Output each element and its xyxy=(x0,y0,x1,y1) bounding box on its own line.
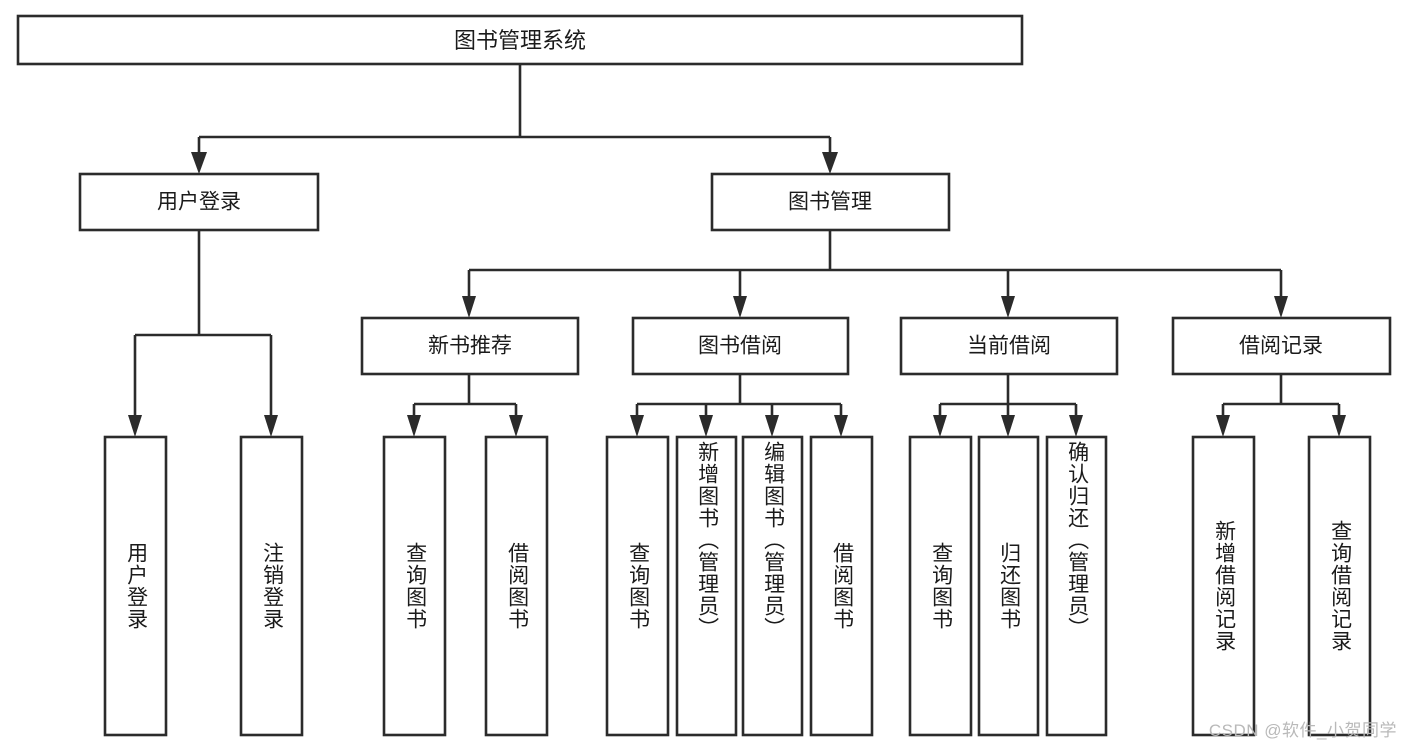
arrow-head-current-leaf1 xyxy=(933,415,947,437)
node-borrow-record[interactable] xyxy=(1171,316,1392,376)
leaf-box-add-book-admin[interactable] xyxy=(675,435,738,737)
leaf-box-borrow-book-newbook[interactable] xyxy=(484,435,549,737)
node-root-book-management-system[interactable] xyxy=(16,14,1024,66)
arrow-head-user-login xyxy=(191,152,207,174)
leaf-box-query-book-current[interactable] xyxy=(908,435,973,737)
arrow-head-current-borrow xyxy=(1001,296,1015,318)
leaf-box-return-book[interactable] xyxy=(977,435,1040,737)
node-book-borrow[interactable] xyxy=(631,316,850,376)
arrow-head-leaf-logout xyxy=(264,415,278,437)
node-user-login-label: 用户登录 xyxy=(157,191,241,214)
arrow-head-borrow-leaf2 xyxy=(699,415,713,437)
connector-layer xyxy=(128,64,1346,437)
node-current-borrow-label: 当前借阅 xyxy=(967,335,1051,358)
node-layer: 图书管理系统 用户登录 图书管理 新书推荐 图书借阅 当前借阅 借阅记录 xyxy=(16,14,1392,737)
node-borrow-record-label: 借阅记录 xyxy=(1239,335,1323,358)
leaf-box-add-borrow-record[interactable] xyxy=(1191,435,1256,737)
arrow-head-book-mgmt xyxy=(822,152,838,174)
leaf-box-query-book-newbook[interactable] xyxy=(382,435,447,737)
arrow-head-newbook-leaf1 xyxy=(407,415,421,437)
node-book-management-label: 图书管理 xyxy=(788,191,872,214)
leaf-box-logout[interactable] xyxy=(239,435,304,737)
node-book-borrow-label: 图书借阅 xyxy=(698,335,782,358)
node-book-management[interactable] xyxy=(710,172,951,232)
arrow-head-new-book-rec xyxy=(462,296,476,318)
node-root-label: 图书管理系统 xyxy=(454,28,586,53)
arrow-head-newbook-leaf2 xyxy=(509,415,523,437)
leaf-box-user-login[interactable] xyxy=(103,435,168,737)
arrow-head-borrow-record xyxy=(1274,296,1288,318)
node-new-book-recommend[interactable] xyxy=(360,316,580,376)
arrow-head-borrow-leaf1 xyxy=(630,415,644,437)
arrow-head-current-leaf3 xyxy=(1069,415,1083,437)
leaf-box-edit-book-admin[interactable] xyxy=(741,435,804,737)
arrow-head-book-borrow xyxy=(733,296,747,318)
arrow-head-borrow-leaf3 xyxy=(765,415,779,437)
leaf-box-confirm-return-admin[interactable] xyxy=(1045,435,1108,737)
arrow-head-current-leaf2 xyxy=(1001,415,1015,437)
node-user-login[interactable] xyxy=(78,172,320,232)
watermark-text: CSDN @软件_小贺同学 xyxy=(1208,721,1397,740)
arrow-head-record-leaf1 xyxy=(1216,415,1230,437)
leaf-box-borrow-book-borrow[interactable] xyxy=(809,435,874,737)
arrow-head-record-leaf2 xyxy=(1332,415,1346,437)
arrow-head-borrow-leaf4 xyxy=(834,415,848,437)
leaf-box-query-borrow-record[interactable] xyxy=(1307,435,1372,737)
arrow-head-leaf-user-login xyxy=(128,415,142,437)
leaf-box-query-book-borrow[interactable] xyxy=(605,435,670,737)
node-new-book-recommend-label: 新书推荐 xyxy=(428,335,512,358)
node-current-borrow[interactable] xyxy=(899,316,1119,376)
